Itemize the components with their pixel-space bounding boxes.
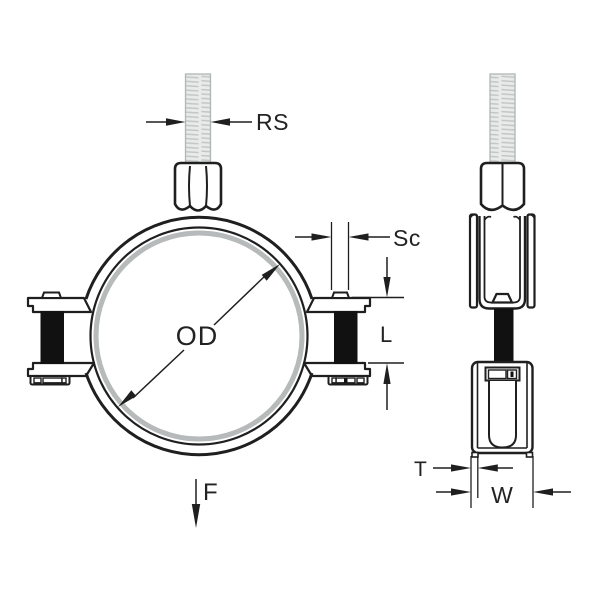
arrowhead <box>261 264 280 281</box>
clamp-band-inner-edge <box>89 226 309 446</box>
lower-saddle-u <box>488 381 517 449</box>
right-nut-plate-detail <box>356 377 365 384</box>
od-label: OD <box>176 321 219 351</box>
arrowhead <box>210 118 230 126</box>
dimension-rod-size: RS <box>146 109 289 135</box>
side-lock-bolt <box>494 308 514 363</box>
band-hook <box>469 213 478 219</box>
arrowhead <box>477 464 498 472</box>
left-nut-plate-detail <box>33 377 42 384</box>
arrowhead <box>383 363 391 384</box>
band-hook <box>513 215 521 221</box>
rs-label: RS <box>256 109 289 135</box>
lower-foot-left <box>471 451 479 458</box>
arrowhead <box>533 488 553 496</box>
hex-nut-facet-line <box>188 165 191 207</box>
right-nut-plate-tab <box>331 377 337 384</box>
arrowhead <box>166 118 186 126</box>
band-hook <box>527 213 536 219</box>
w-label: W <box>491 482 513 508</box>
left-nut-plate-tab <box>61 377 67 384</box>
arrowhead <box>118 390 137 407</box>
left-flange-screw-tab <box>40 291 63 299</box>
arrowhead <box>451 488 471 496</box>
arrowhead <box>191 504 201 528</box>
right-lower-flange <box>302 361 372 378</box>
threaded-rod-side <box>489 73 516 165</box>
left-upper-flange <box>26 296 93 314</box>
left-nut-plate-slot <box>42 377 63 384</box>
t-label: T <box>414 458 427 481</box>
right-flange-screw-tab <box>330 291 351 299</box>
left-lock-bolt <box>40 311 64 364</box>
arrowhead <box>311 233 332 241</box>
threaded-rod-front <box>184 73 212 165</box>
lower-latch-mark <box>510 371 514 377</box>
band-hook <box>483 215 492 221</box>
dimension-lock-height: L <box>352 257 404 410</box>
arrowhead <box>383 277 391 298</box>
dimension-screw: Sc <box>295 222 421 290</box>
dimension-outer-diameter: OD <box>118 264 280 407</box>
upper-side-plate-right <box>526 213 536 309</box>
left-lower-flange <box>26 361 96 378</box>
force-arrow: F <box>191 479 218 528</box>
lower-latch-slot <box>487 369 507 380</box>
hex-nut-front <box>173 161 223 212</box>
dimension-width: W <box>436 456 571 508</box>
l-label: L <box>380 322 392 347</box>
captive-nut-boss <box>490 292 514 304</box>
dimension-thickness: T <box>414 456 513 508</box>
f-label: F <box>203 479 218 506</box>
rubber-liner-ring <box>93 230 305 442</box>
lower-foot-right <box>525 451 534 458</box>
right-lock-bolt <box>334 311 358 364</box>
side-view: T W <box>414 73 571 508</box>
front-view: RS Sc OD L <box>26 73 421 528</box>
clamp-band-outer-top <box>84 215 314 300</box>
upper-side-plate-left <box>468 213 479 309</box>
sc-label: Sc <box>393 225 421 251</box>
arrowhead <box>348 233 369 241</box>
hex-nut-facet-line <box>205 165 208 207</box>
right-nut-plate-mark <box>344 378 348 383</box>
arrowhead <box>451 464 471 472</box>
clamp-band-outer-bottom <box>84 372 314 457</box>
right-upper-flange <box>305 296 372 314</box>
